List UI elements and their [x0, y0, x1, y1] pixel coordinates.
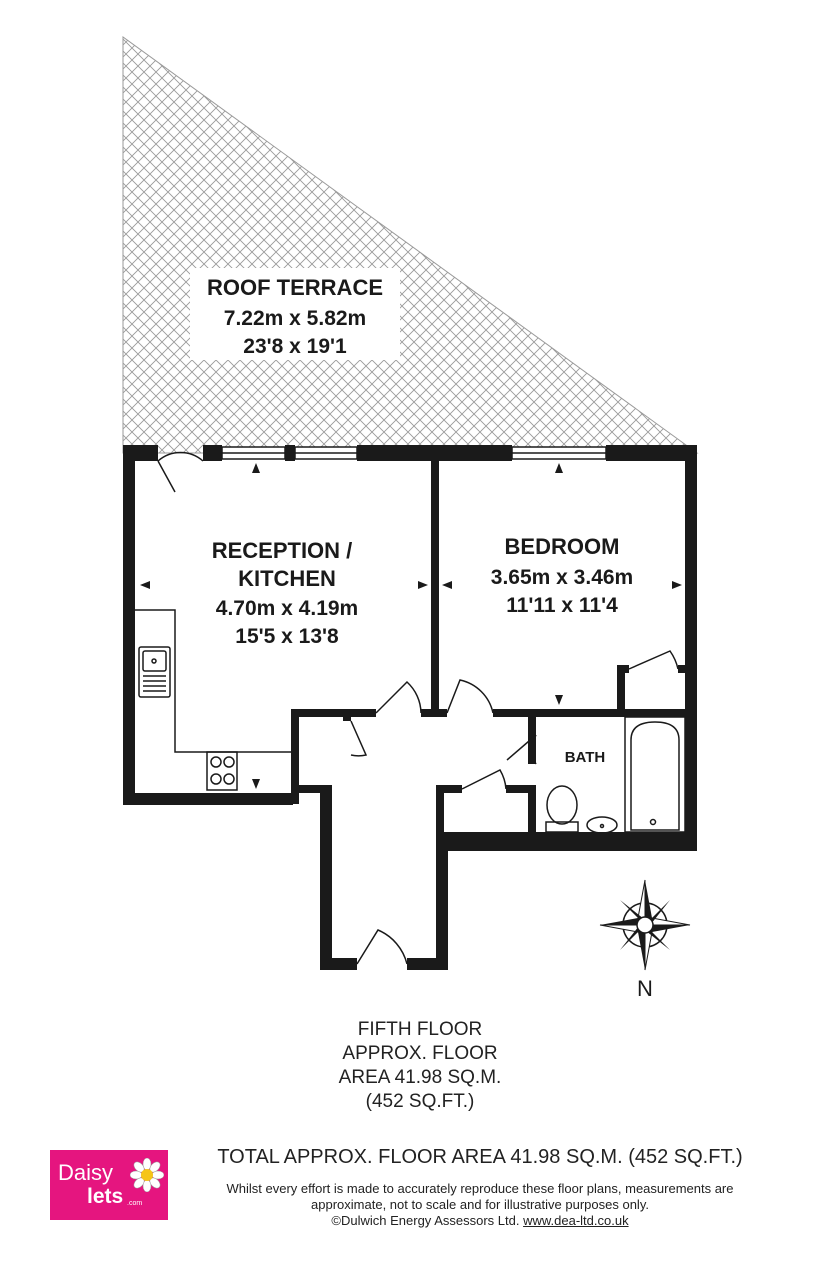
svg-text:11'11 x 11'4: 11'11 x 11'4	[506, 594, 618, 617]
logo-text-lets: lets	[87, 1185, 124, 1208]
logo-text-domain: .com	[127, 1200, 143, 1207]
daisy-flower-icon	[130, 1158, 164, 1192]
walls	[123, 445, 697, 970]
disclaimer-line-1: Whilst every effort is made to accuratel…	[226, 1181, 734, 1196]
disclaimer-line-3: ©Dulwich Energy Assessors Ltd. www.dea-l…	[190, 1213, 770, 1229]
doors	[157, 451, 679, 965]
svg-text:ROOF TERRACE: ROOF TERRACE	[207, 275, 383, 300]
floor-info: FIFTH FLOOR APPROX. FLOOR AREA 41.98 SQ.…	[280, 1018, 560, 1114]
daisy-lets-logo: Daisy lets .com	[50, 1150, 168, 1220]
disclaimer: Whilst every effort is made to accuratel…	[190, 1181, 770, 1229]
svg-text:4.70m x 4.19m: 4.70m x 4.19m	[216, 597, 358, 620]
basin-icon	[586, 816, 618, 834]
bathtub-icon	[624, 716, 686, 833]
copyright-text: ©Dulwich Energy Assessors Ltd.	[331, 1213, 520, 1228]
disclaimer-line-2: approximate, not to scale and for illust…	[311, 1197, 649, 1212]
svg-text:3.65m x 3.46m: 3.65m x 3.46m	[491, 566, 633, 589]
terrace-label-background	[190, 268, 400, 360]
windows	[221, 446, 607, 460]
compass-rose-icon	[599, 879, 691, 971]
bath-label: BATH	[565, 749, 606, 766]
floor-name: FIFTH FLOOR	[357, 1019, 483, 1040]
svg-text:KITCHEN: KITCHEN	[238, 566, 336, 591]
svg-text:23'8 x 19'1: 23'8 x 19'1	[243, 335, 347, 358]
dimension-arrows	[140, 463, 682, 789]
sink-icon	[138, 646, 171, 698]
roof-terrace-area	[122, 36, 699, 454]
kitchen-counter	[135, 609, 291, 791]
floor-area-label: APPROX. FLOOR	[342, 1043, 498, 1064]
website-link[interactable]: www.dea-ltd.co.uk	[523, 1213, 629, 1228]
compass-north-label: N	[637, 976, 653, 1001]
svg-text:7.22m x 5.82m: 7.22m x 5.82m	[224, 307, 366, 330]
svg-text:15'5 x 13'8: 15'5 x 13'8	[235, 625, 339, 648]
svg-text:RECEPTION /: RECEPTION /	[212, 538, 353, 563]
toilet-icon	[545, 821, 579, 833]
logo-text-daisy: Daisy	[58, 1160, 114, 1185]
bedroom-label: BEDROOM 3.65m x 3.46m 11'11 x 11'4	[491, 534, 633, 617]
reception-kitchen-label: RECEPTION / KITCHEN 4.70m x 4.19m 15'5 x…	[212, 538, 359, 648]
terrace-label: ROOF TERRACE 7.22m x 5.82m 23'8 x 19'1	[207, 275, 383, 358]
floor-area-metric: AREA 41.98 SQ.M.	[338, 1067, 502, 1088]
total-floor-area: TOTAL APPROX. FLOOR AREA 41.98 SQ.M. (45…	[217, 1146, 743, 1168]
floor-area-imperial: (452 SQ.FT.)	[365, 1091, 475, 1112]
hob-icon	[206, 751, 238, 791]
svg-text:BEDROOM: BEDROOM	[505, 534, 620, 559]
bathroom-fixtures	[545, 716, 686, 834]
